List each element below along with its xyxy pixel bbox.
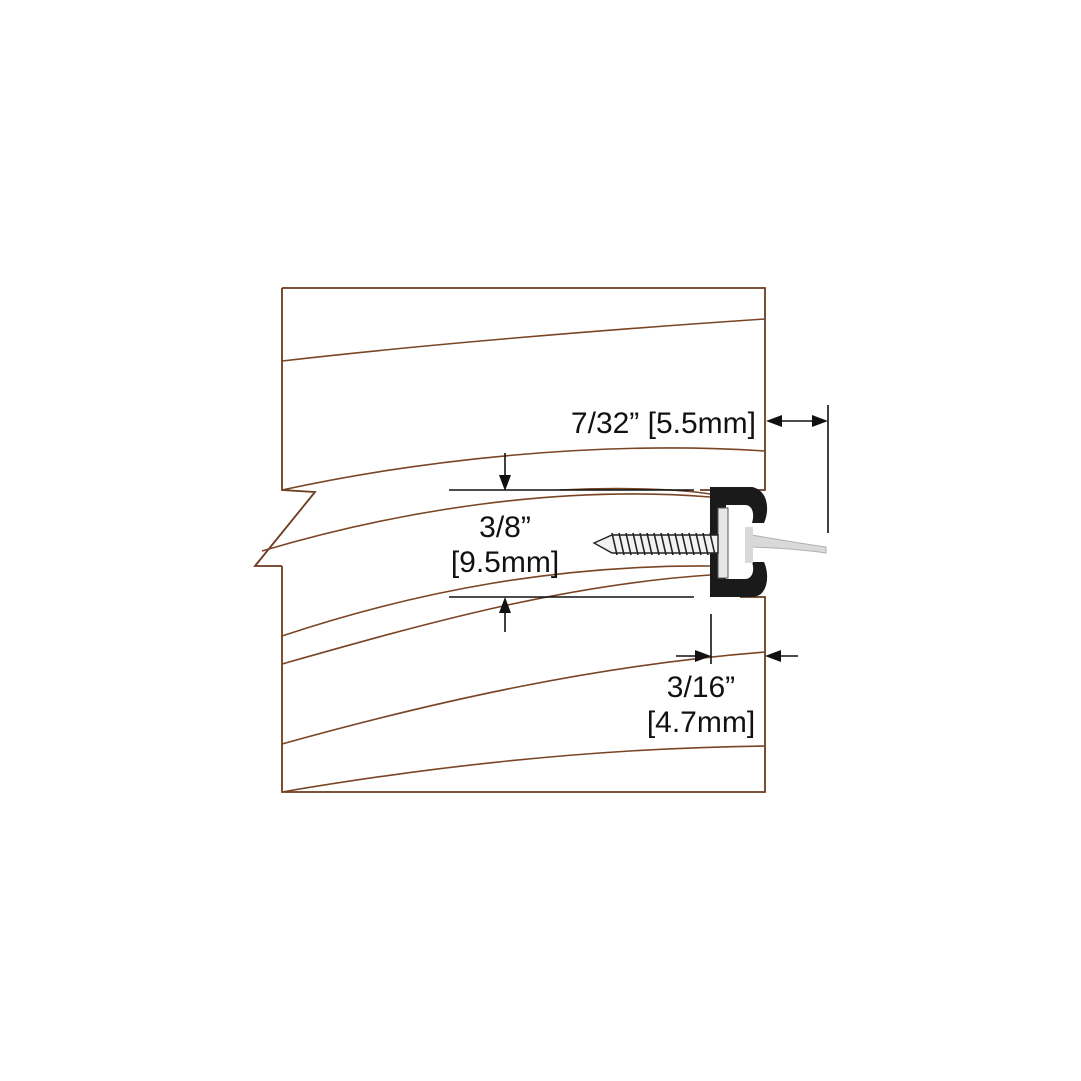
dimension-gap-width: 7/32” [5.5mm]: [571, 405, 829, 533]
channel-height-imperial-label: 3/8”: [479, 511, 531, 544]
lower-grain-line-2: [281, 565, 711, 637]
fin-root: [745, 527, 753, 563]
channel-top-grain: [559, 487, 711, 495]
dimension-setback: 3/16” [4.7mm]: [647, 614, 798, 739]
lower-grain-line-5: [281, 745, 766, 793]
upper-grain-line-2: [281, 447, 766, 491]
setback-metric-label: [4.7mm]: [647, 706, 755, 739]
screw-head: [717, 507, 729, 579]
lower-grain-line-3: [281, 574, 711, 665]
channel-height-metric-label: [9.5mm]: [451, 546, 559, 579]
dimension-channel-height: 3/8” [9.5mm]: [449, 453, 694, 632]
gap-width-label: 7/32” [5.5mm]: [571, 407, 756, 440]
lower-grain-line-1: [261, 493, 711, 552]
weatherstrip-fin: [751, 534, 827, 554]
upper-grain-line-1: [281, 318, 766, 362]
setback-imperial-label: 3/16”: [667, 671, 735, 704]
screw: [592, 532, 719, 556]
